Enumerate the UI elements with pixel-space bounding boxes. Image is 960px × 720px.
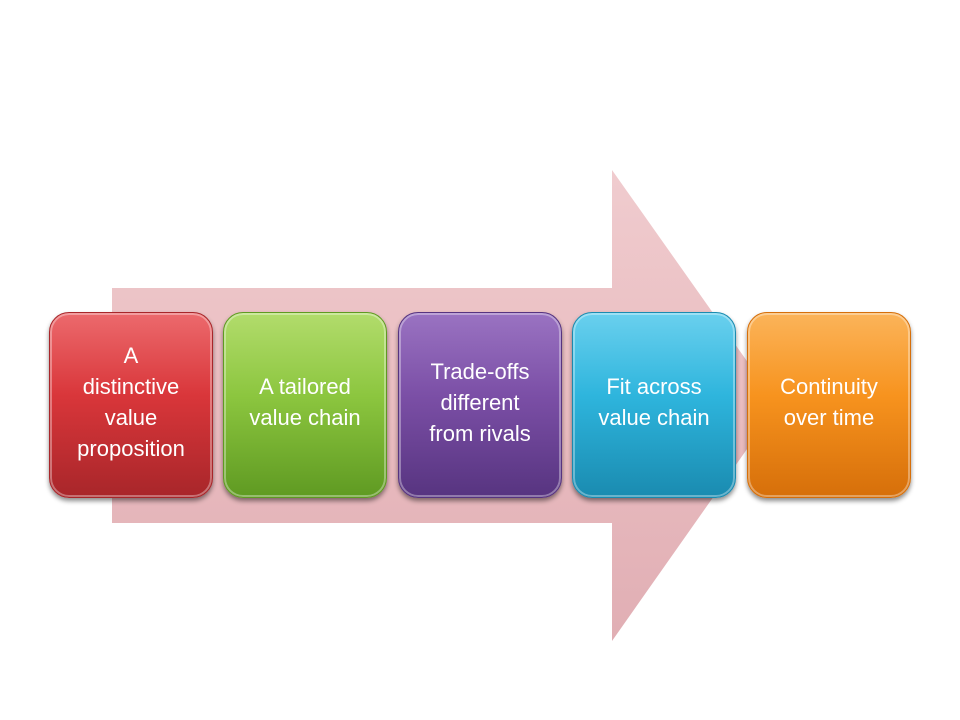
step-tailored-value-chain: A tailored value chain — [223, 312, 387, 498]
step-continuity-over-time: Continuity over time — [747, 312, 911, 498]
step-label: Trade-offs different from rivals — [429, 358, 531, 446]
step-trade-offs: Trade-offs different from rivals — [398, 312, 562, 498]
step-label: Continuity over time — [780, 374, 878, 430]
step-label: A distinctive value proposition — [77, 343, 185, 461]
step-distinctive-value-proposition: A distinctive value proposition — [49, 312, 213, 498]
step-fit-across-value-chain: Fit across value chain — [572, 312, 736, 498]
step-label: Fit across value chain — [598, 374, 710, 430]
step-label: A tailored value chain — [249, 374, 361, 430]
